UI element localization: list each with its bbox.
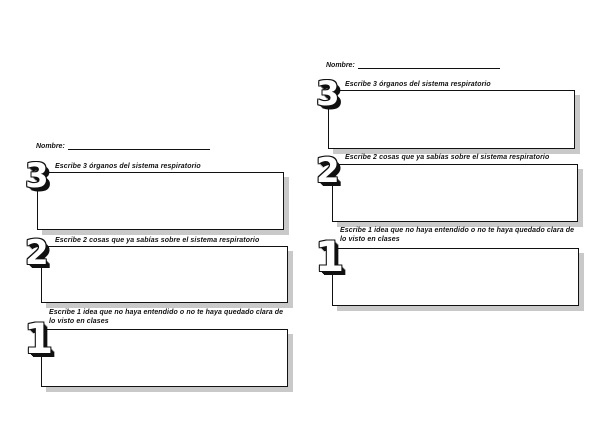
answer-box-3[interactable] (328, 90, 575, 149)
number-1-icon: 1 (24, 314, 54, 363)
name-field[interactable]: Nombre: (36, 143, 210, 150)
answer-box-2[interactable] (41, 246, 288, 303)
name-label: Nombre: (326, 62, 355, 69)
prompt-2: Escribe 2 cosas que ya sabías sobre el s… (345, 154, 550, 161)
prompt-2: Escribe 2 cosas que ya sabías sobre el s… (55, 237, 260, 244)
number-1-icon: 1 (315, 232, 345, 281)
answer-box-1[interactable] (41, 329, 288, 387)
name-field[interactable]: Nombre: (326, 62, 500, 69)
prompt-3: Escribe 3 órganos del sistema respirator… (55, 163, 201, 170)
name-underline (357, 68, 500, 69)
number-2-icon: 2 (25, 233, 49, 273)
prompt-1: Escribe 1 idea que no haya entendido o n… (340, 227, 575, 243)
answer-box-1[interactable] (332, 248, 579, 306)
name-underline (67, 149, 210, 150)
number-3-icon: 3 (316, 74, 340, 114)
prompt-3: Escribe 3 órganos del sistema respirator… (345, 81, 491, 88)
name-label: Nombre: (36, 143, 65, 150)
answer-box-2[interactable] (332, 164, 578, 222)
prompt-1: Escribe 1 idea que no haya entendido o n… (49, 309, 284, 325)
number-3-icon: 3 (25, 156, 49, 196)
answer-box-3[interactable] (37, 172, 284, 230)
number-2-icon: 2 (316, 151, 340, 191)
